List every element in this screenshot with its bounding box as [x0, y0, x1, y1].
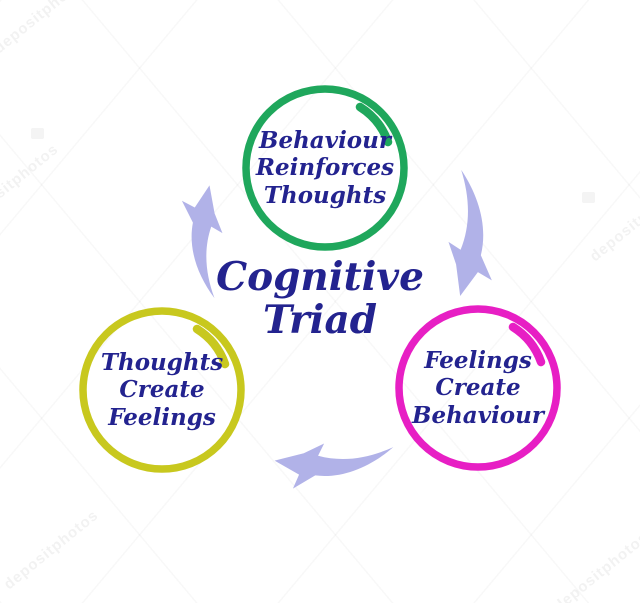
- node-label-line: Feelings: [424, 347, 532, 375]
- watermark-logo-icon: [31, 128, 44, 139]
- node-ring-yellow: [79, 307, 245, 473]
- cycle-arrow-down-icon: [448, 169, 492, 297]
- watermark-logo-icon: [582, 192, 595, 203]
- ring-flick: [192, 324, 230, 369]
- node-label-line: Thoughts: [100, 349, 224, 377]
- title-line-1: Cognitive: [216, 254, 424, 300]
- ring-circle: [79, 307, 245, 473]
- node-ring-magenta: [395, 305, 561, 471]
- ring-flick: [508, 322, 546, 367]
- arrow-shape: [181, 185, 223, 299]
- node-label-line: Create: [119, 376, 205, 404]
- ring-flick: [355, 102, 393, 147]
- arrow-shape: [448, 169, 492, 297]
- node-label: Feelings Create Behaviour: [388, 298, 568, 478]
- arrow-shape: [274, 443, 394, 489]
- node-label-line: Behaviour: [412, 401, 544, 429]
- node-thoughts-create-feelings: Thoughts Create Feelings: [72, 300, 252, 480]
- node-label-line: Feelings: [108, 403, 216, 431]
- watermark-logo-icon: [344, 190, 357, 201]
- node-label: Thoughts Create Feelings: [72, 300, 252, 480]
- node-label-line: Create: [435, 374, 521, 402]
- node-ring-green: [242, 85, 408, 251]
- diagram-title: Cognitive Triad: [150, 256, 490, 342]
- ring-circle: [242, 85, 408, 251]
- node-feelings-create-behaviour: Feelings Create Behaviour: [388, 298, 568, 478]
- title-line-2: Triad: [262, 296, 378, 343]
- node-label-line: Thoughts: [263, 181, 387, 209]
- cycle-arrow-up-icon: [181, 185, 223, 299]
- node-label: Behaviour Reinforces Thoughts: [235, 78, 415, 258]
- ring-circle: [395, 305, 561, 471]
- cycle-arrow-left-icon: [274, 443, 394, 489]
- node-behaviour-reinforces-thoughts: Behaviour Reinforces Thoughts: [235, 78, 415, 258]
- node-label-line: Reinforces: [255, 154, 395, 182]
- node-label-line: Behaviour: [259, 127, 391, 155]
